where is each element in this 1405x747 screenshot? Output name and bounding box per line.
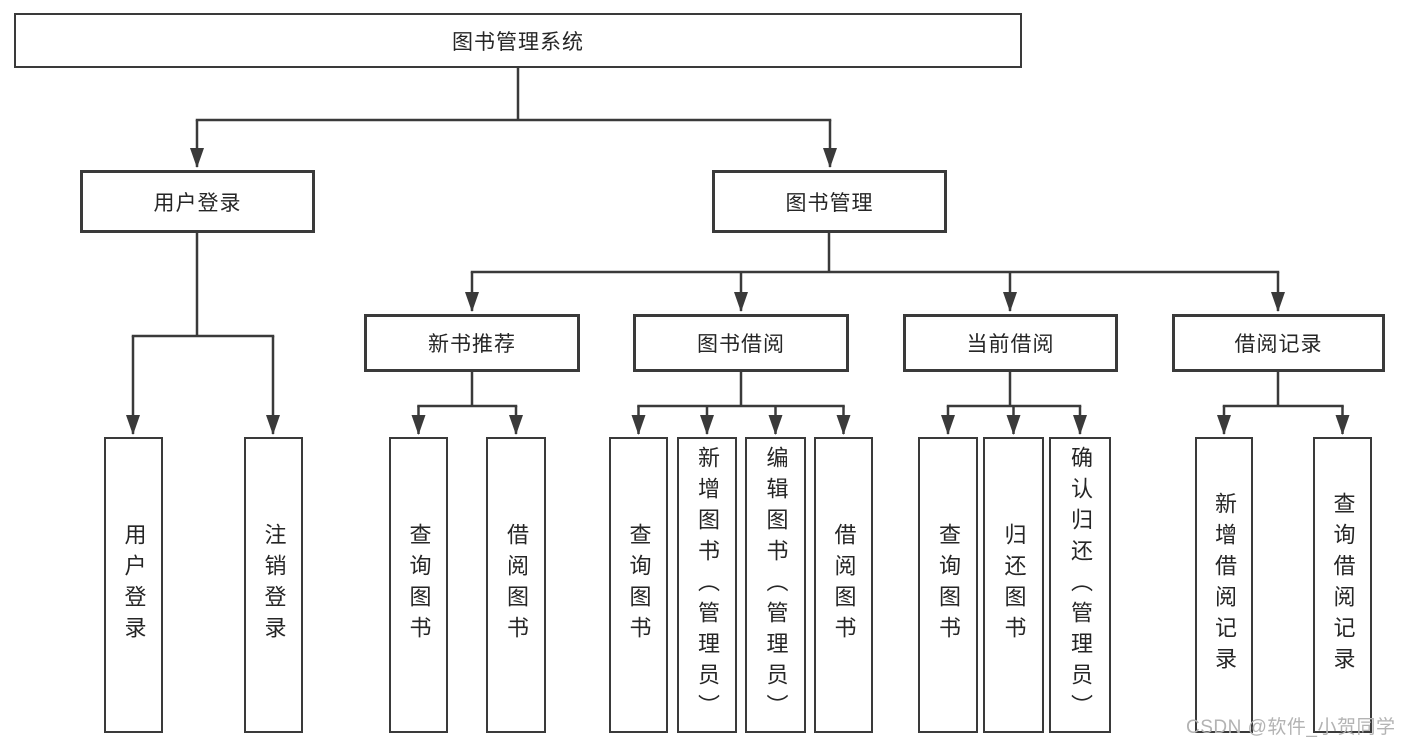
csdn-watermark: CSDN @软件_小贺同学 xyxy=(1186,717,1396,738)
node-system-root: 图书管理系统 xyxy=(14,13,1022,68)
leaf-borrow-borrow-books: 借阅图书 xyxy=(814,437,873,733)
leaf-edit-books-admin: 编辑图书（管理员） xyxy=(745,437,806,733)
node-book-management: 图书管理 xyxy=(712,170,947,233)
leaf-return-books: 归还图书 xyxy=(983,437,1044,733)
leaf-borrow-borrow-books-label: 借阅图书 xyxy=(831,523,857,647)
node-system-root-label: 图书管理系统 xyxy=(452,30,584,54)
node-user-login: 用户登录 xyxy=(80,170,315,233)
leaf-borrow-query-books: 查询图书 xyxy=(609,437,668,733)
node-book-management-label: 图书管理 xyxy=(785,191,874,215)
leaf-query-borrow-record: 查询借阅记录 xyxy=(1313,437,1372,733)
node-current-borrowing-label: 当前借阅 xyxy=(966,333,1055,356)
leaf-edit-books-admin-label: 编辑图书（管理员） xyxy=(763,445,789,725)
node-book-borrowing: 图书借阅 xyxy=(633,314,849,372)
leaf-newbooks-borrow-books-label: 借阅图书 xyxy=(504,523,529,647)
leaf-logout-label: 注销登录 xyxy=(261,523,287,647)
leaf-query-borrow-record-label: 查询借阅记录 xyxy=(1330,492,1356,678)
node-user-login-label: 用户登录 xyxy=(153,191,242,215)
leaf-add-books-admin: 新增图书（管理员） xyxy=(677,437,737,733)
leaf-return-books-label: 归还图书 xyxy=(1001,523,1027,647)
node-new-book-recommend-label: 新书推荐 xyxy=(428,333,516,356)
leaf-logout: 注销登录 xyxy=(244,437,303,733)
leaf-user-login: 用户登录 xyxy=(104,437,163,733)
leaf-add-borrow-record-label: 新增借阅记录 xyxy=(1212,492,1237,678)
leaf-borrow-query-books-label: 查询图书 xyxy=(626,523,652,647)
node-book-borrowing-label: 图书借阅 xyxy=(697,333,785,356)
leaf-newbooks-borrow-books: 借阅图书 xyxy=(486,437,546,733)
leaf-newbooks-query-books-label: 查询图书 xyxy=(406,523,432,647)
leaf-current-query-books: 查询图书 xyxy=(918,437,978,733)
leaf-current-query-books-label: 查询图书 xyxy=(936,523,961,647)
leaf-add-borrow-record: 新增借阅记录 xyxy=(1195,437,1253,733)
leaf-add-books-admin-label: 新增图书（管理员） xyxy=(695,445,720,725)
node-borrowing-records: 借阅记录 xyxy=(1172,314,1385,372)
node-new-book-recommend: 新书推荐 xyxy=(364,314,580,372)
leaf-newbooks-query-books: 查询图书 xyxy=(389,437,448,733)
leaf-confirm-return-admin: 确认归还（管理员） xyxy=(1049,437,1111,733)
leaf-confirm-return-admin-label: 确认归还（管理员） xyxy=(1068,445,1093,725)
node-borrowing-records-label: 借阅记录 xyxy=(1234,333,1323,356)
leaf-user-login-label: 用户登录 xyxy=(121,523,147,647)
node-current-borrowing: 当前借阅 xyxy=(903,314,1118,372)
